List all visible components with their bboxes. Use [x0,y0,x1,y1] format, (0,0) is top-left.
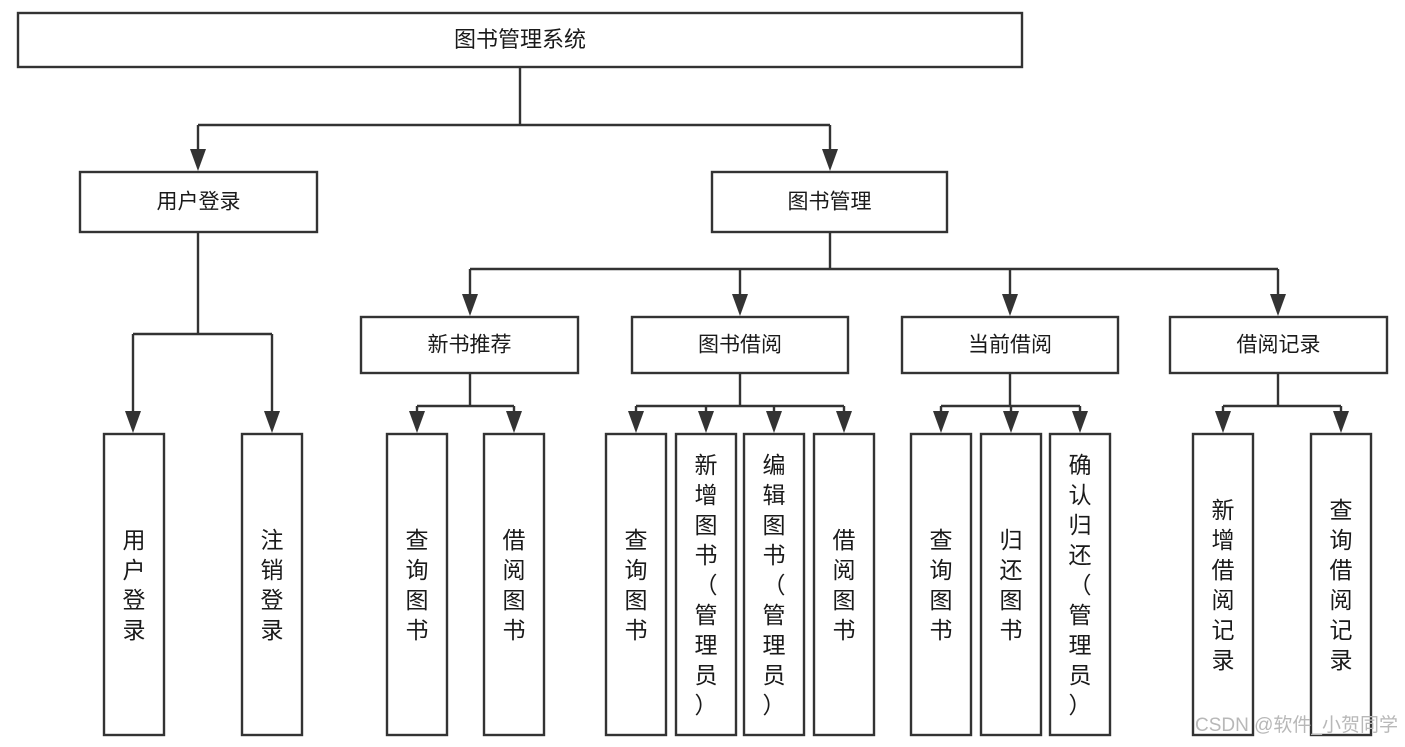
node-borrow-record[interactable]: 借阅记录 [1168,315,1389,375]
node-leaf-confirm-return-box[interactable] [1048,432,1112,737]
node-leaf-borrow-book-2-box[interactable] [812,432,876,737]
nodes-layer: 图书管理系统用户登录图书管理新书推荐图书借阅当前借阅借阅记录用户登录注销登录查询… [16,11,1389,737]
arrow-head-icon [1270,294,1286,316]
node-leaf-query-record-box[interactable] [1309,432,1373,737]
node-leaf-add-record-label: 新增借阅记录 [1212,497,1235,673]
node-leaf-edit-book[interactable]: 编辑图书（管理员） [742,432,806,737]
arrow-head-icon [506,411,522,433]
node-leaf-add-record-box[interactable] [1191,432,1255,737]
node-leaf-query-book-1[interactable]: 查询图书 [385,432,449,737]
node-leaf-confirm-return-label: 确认归还（管理员） [1069,452,1092,718]
node-leaf-query-book-3-label: 查询图书 [930,527,953,643]
arrow-head-icon [933,411,949,433]
node-user-login-box[interactable] [78,170,319,234]
node-leaf-return-book[interactable]: 归还图书 [979,432,1043,737]
node-root-system-box[interactable] [16,11,1024,69]
node-leaf-borrow-book-2[interactable]: 借阅图书 [812,432,876,737]
node-leaf-query-book-2-label: 查询图书 [625,527,648,643]
node-leaf-user-logout-box[interactable] [240,432,304,737]
node-leaf-confirm-return[interactable]: 确认归还（管理员） [1048,432,1112,737]
node-leaf-add-book-box[interactable] [674,432,738,737]
node-root-system[interactable]: 图书管理系统 [16,11,1024,69]
node-leaf-query-record-label: 查询借阅记录 [1330,497,1353,673]
node-book-manage-label: 图书管理 [788,191,872,214]
node-book-manage[interactable]: 图书管理 [710,170,949,234]
arrow-head-icon [1072,411,1088,433]
arrow-head-icon [1215,411,1231,433]
node-new-book-rec-label: 新书推荐 [428,334,512,357]
node-leaf-borrow-book-2-label: 借阅图书 [833,527,856,643]
arrow-head-icon [822,149,838,171]
node-borrow-record-label: 借阅记录 [1237,334,1321,357]
node-new-book-rec-box[interactable] [359,315,580,375]
arrow-head-icon [698,411,714,433]
arrow-head-icon [462,294,478,316]
node-leaf-query-record[interactable]: 查询借阅记录 [1309,432,1373,737]
node-leaf-user-login[interactable]: 用户登录 [102,432,166,737]
node-leaf-query-book-1-box[interactable] [385,432,449,737]
node-current-borrow[interactable]: 当前借阅 [900,315,1120,375]
node-leaf-user-login-label: 用户登录 [123,527,146,643]
node-leaf-edit-book-box[interactable] [742,432,806,737]
node-new-book-rec[interactable]: 新书推荐 [359,315,580,375]
node-book-borrow-label: 图书借阅 [698,334,782,357]
node-root-system-label: 图书管理系统 [454,27,586,52]
arrow-head-icon [1333,411,1349,433]
node-leaf-query-book-2[interactable]: 查询图书 [604,432,668,737]
edges-layer [125,67,1349,433]
node-leaf-return-book-label: 归还图书 [1000,527,1023,643]
node-leaf-borrow-book-1-label: 借阅图书 [503,527,526,643]
arrow-head-icon [836,411,852,433]
node-leaf-add-record[interactable]: 新增借阅记录 [1191,432,1255,737]
node-user-login-label: 用户登录 [157,191,241,214]
arrow-head-icon [766,411,782,433]
arrow-head-icon [125,411,141,433]
node-leaf-add-book-label: 新增图书（管理员） [695,452,718,718]
node-current-borrow-box[interactable] [900,315,1120,375]
node-leaf-borrow-book-1[interactable]: 借阅图书 [482,432,546,737]
node-borrow-record-box[interactable] [1168,315,1389,375]
node-leaf-borrow-book-1-box[interactable] [482,432,546,737]
node-leaf-query-book-3-box[interactable] [909,432,973,737]
arrow-head-icon [409,411,425,433]
node-leaf-query-book-2-box[interactable] [604,432,668,737]
node-leaf-add-book[interactable]: 新增图书（管理员） [674,432,738,737]
node-book-manage-box[interactable] [710,170,949,234]
node-leaf-user-logout-label: 注销登录 [261,527,284,643]
arrow-head-icon [628,411,644,433]
node-book-borrow[interactable]: 图书借阅 [630,315,850,375]
csdn-watermark: CSDN @软件_小贺同学 [1195,714,1398,736]
node-user-login[interactable]: 用户登录 [78,170,319,234]
arrow-head-icon [1002,294,1018,316]
node-leaf-query-book-1-label: 查询图书 [406,527,429,643]
node-current-borrow-label: 当前借阅 [968,334,1052,357]
arrow-head-icon [1003,411,1019,433]
node-leaf-user-login-box[interactable] [102,432,166,737]
node-leaf-edit-book-label: 编辑图书（管理员） [763,452,786,718]
node-leaf-return-book-box[interactable] [979,432,1043,737]
node-leaf-user-logout[interactable]: 注销登录 [240,432,304,737]
arrow-head-icon [732,294,748,316]
arrow-head-icon [190,149,206,171]
arrow-head-icon [264,411,280,433]
node-leaf-query-book-3[interactable]: 查询图书 [909,432,973,737]
node-book-borrow-box[interactable] [630,315,850,375]
